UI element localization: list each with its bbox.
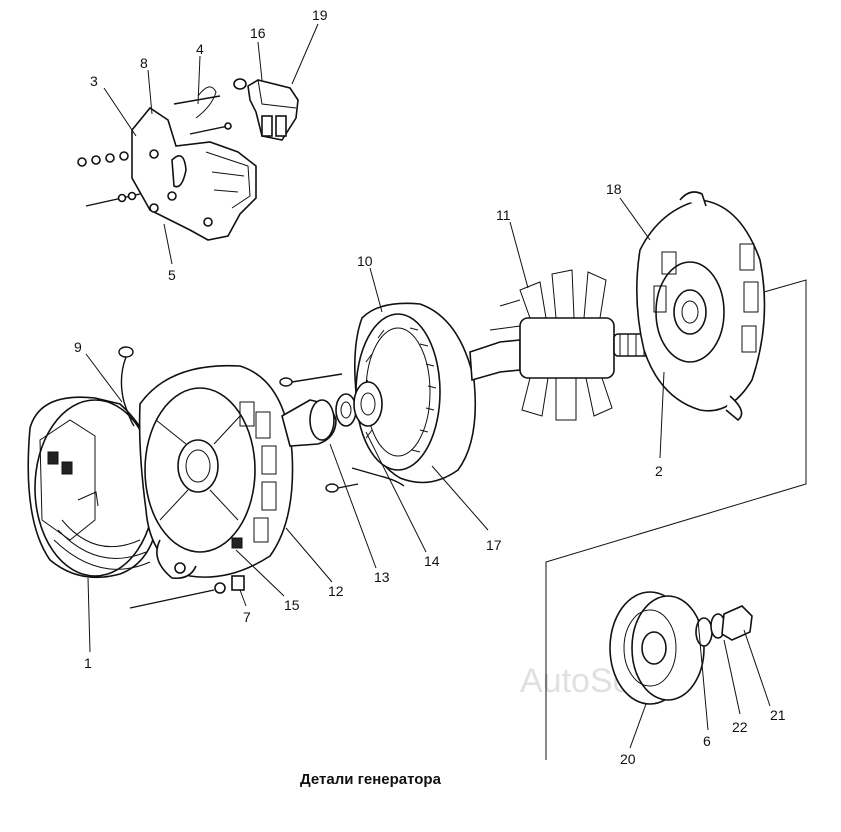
label-9: 9	[74, 339, 82, 355]
label-22: 22	[732, 719, 748, 735]
label-4: 4	[196, 41, 204, 57]
label-17: 17	[486, 537, 502, 553]
screw-set-upper	[77, 86, 232, 207]
label-10: 10	[357, 253, 373, 269]
label-8: 8	[140, 55, 148, 71]
front-housing	[636, 191, 766, 422]
label-6: 6	[703, 733, 711, 749]
connecting-wire	[279, 373, 343, 387]
label-1: 1	[84, 655, 92, 671]
label-2: 2	[655, 463, 663, 479]
part-labels: 1 2 3 4 5 6 7 8 9 10 11 12 13 14 15 16 1…	[74, 7, 786, 767]
label-14: 14	[424, 553, 440, 569]
voltage-regulator	[233, 78, 299, 141]
label-13: 13	[374, 569, 390, 585]
label-12: 12	[328, 583, 344, 599]
rotor	[469, 269, 655, 421]
mount-bolt	[129, 575, 245, 609]
label-19: 19	[312, 7, 328, 23]
drive-end-housing	[138, 364, 294, 580]
label-7: 7	[243, 609, 251, 625]
label-16: 16	[250, 25, 266, 41]
assembly-bracket	[545, 279, 807, 760]
rear-bearing	[281, 381, 383, 447]
leader-lines	[85, 23, 771, 749]
label-21: 21	[770, 707, 786, 723]
label-11: 11	[496, 207, 511, 223]
pulley-assembly	[609, 591, 753, 705]
label-5: 5	[168, 267, 176, 283]
wire-terminal	[118, 346, 135, 427]
stator	[325, 302, 477, 493]
figure-caption: Детали генератора	[300, 771, 442, 788]
label-3: 3	[90, 73, 98, 89]
diode-bridge-plate	[131, 106, 257, 241]
label-18: 18	[606, 181, 622, 197]
label-20: 20	[620, 751, 636, 767]
rear-cover	[27, 396, 161, 579]
label-15: 15	[284, 597, 300, 613]
